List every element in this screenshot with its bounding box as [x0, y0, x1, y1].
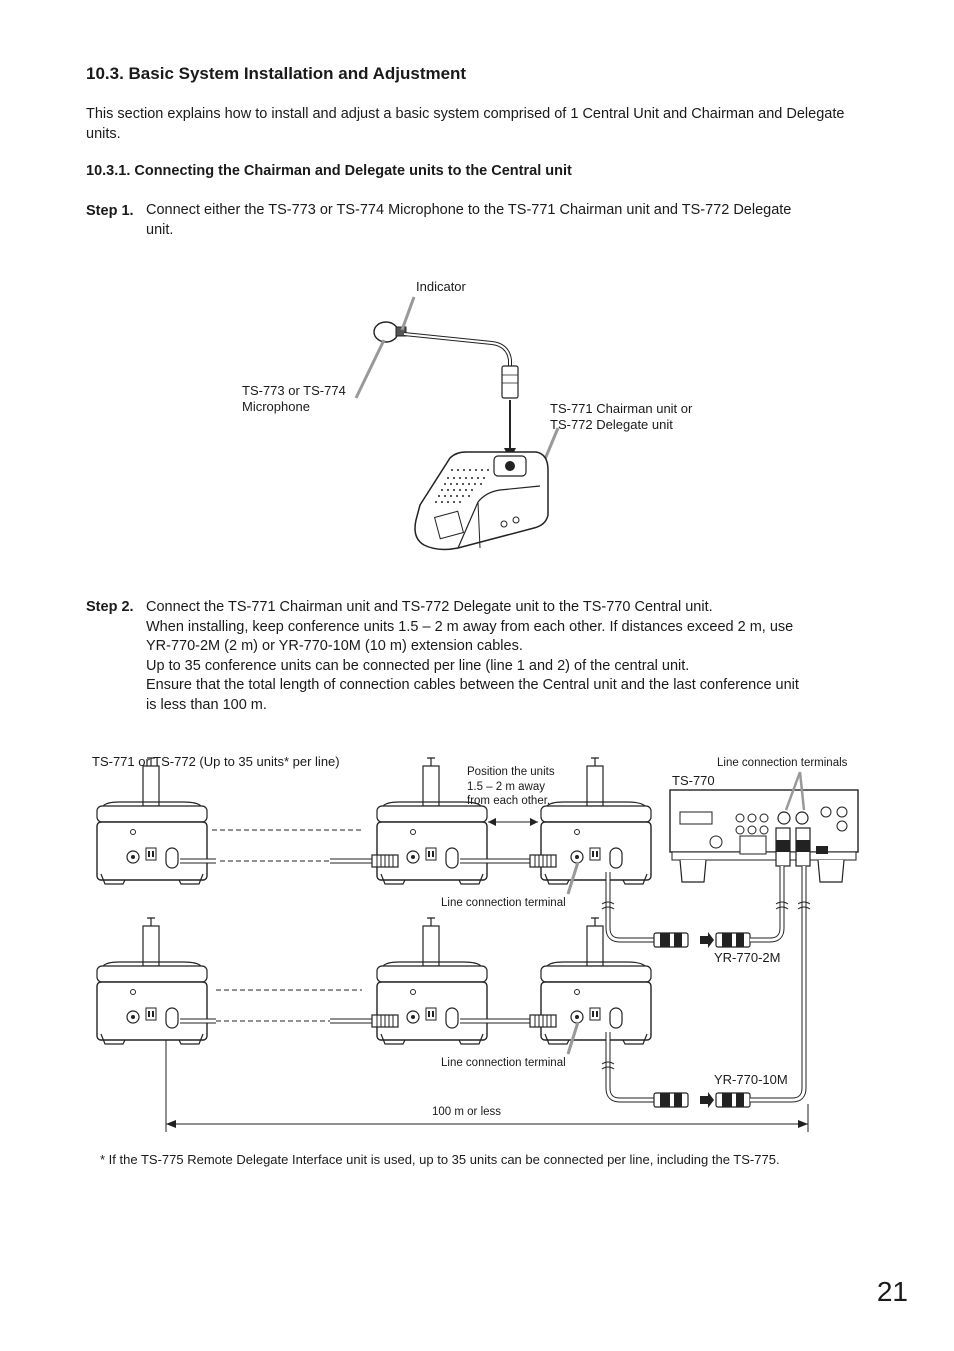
step2-line5: Ensure that the total length of connecti… — [146, 677, 799, 693]
terminal-caption-2: Line connection terminal — [441, 1057, 566, 1069]
conference-unit-caption-line2: TS-772 Delegate unit — [550, 417, 673, 432]
cable-10m-caption: YR-770-10M — [714, 1072, 788, 1087]
microphone-caption-line1: TS-773 or TS-774 — [242, 383, 346, 398]
microphone-caption: TS-773 or TS-774 Microphone — [242, 383, 346, 415]
subsection-title: 10.3.1. Connecting the Chairman and Dele… — [86, 163, 572, 179]
conference-unit-caption-line1: TS-771 Chairman unit or — [550, 401, 693, 416]
conference-unit-caption: TS-771 Chairman unit or TS-772 Delegate … — [550, 401, 692, 433]
step2-line6: is less than 100 m. — [146, 696, 267, 713]
microphone-caption-line2: Microphone — [242, 399, 310, 414]
position-caption: Position the units 1.5 – 2 m away from e… — [467, 765, 555, 809]
step2-text: Connect the TS-771 Chairman unit and TS-… — [146, 598, 886, 715]
step2-line2: When installing, keep conference units 1… — [146, 618, 794, 635]
step1-text-line2: unit. — [146, 221, 174, 238]
page-number: 21 — [876, 1276, 908, 1307]
section-title: 10.3. Basic System Installation and Adju… — [86, 64, 467, 83]
position-caption-line2: 1.5 – 2 m away — [467, 780, 545, 793]
cable-2m-caption: YR-770-2M — [714, 950, 781, 965]
step1-label: Step 1. — [86, 203, 134, 219]
step2-line4: Up to 35 conference units can be connect… — [146, 657, 690, 674]
step1-text: Connect either the TS-773 or TS-774 Micr… — [146, 201, 876, 240]
position-caption-line1: Position the units — [467, 766, 555, 778]
figure2-illustration — [96, 757, 859, 1132]
step2-line3: YR-770-2M (2 m) or YR-770-10M (10 m) ext… — [146, 638, 523, 654]
position-caption-line3: from each other. — [467, 795, 551, 807]
central-unit-caption: TS-770 — [672, 773, 715, 788]
step1-text-line1: Connect either the TS-773 or TS-774 Micr… — [146, 202, 792, 218]
step2-label: Step 2. — [86, 599, 134, 615]
footnote: * If the TS-775 Remote Delegate Interfac… — [100, 1152, 780, 1167]
figure1-illustration — [354, 296, 560, 551]
indicator-caption: Indicator — [416, 279, 466, 294]
terminals-caption: Line connection terminals — [717, 757, 848, 769]
distance-caption: 100 m or less — [432, 1106, 502, 1118]
step2-line1: Connect the TS-771 Chairman unit and TS-… — [146, 599, 713, 615]
terminal-caption-1: Line connection terminal — [441, 897, 566, 909]
section-intro: This section explains how to install and… — [86, 106, 845, 142]
